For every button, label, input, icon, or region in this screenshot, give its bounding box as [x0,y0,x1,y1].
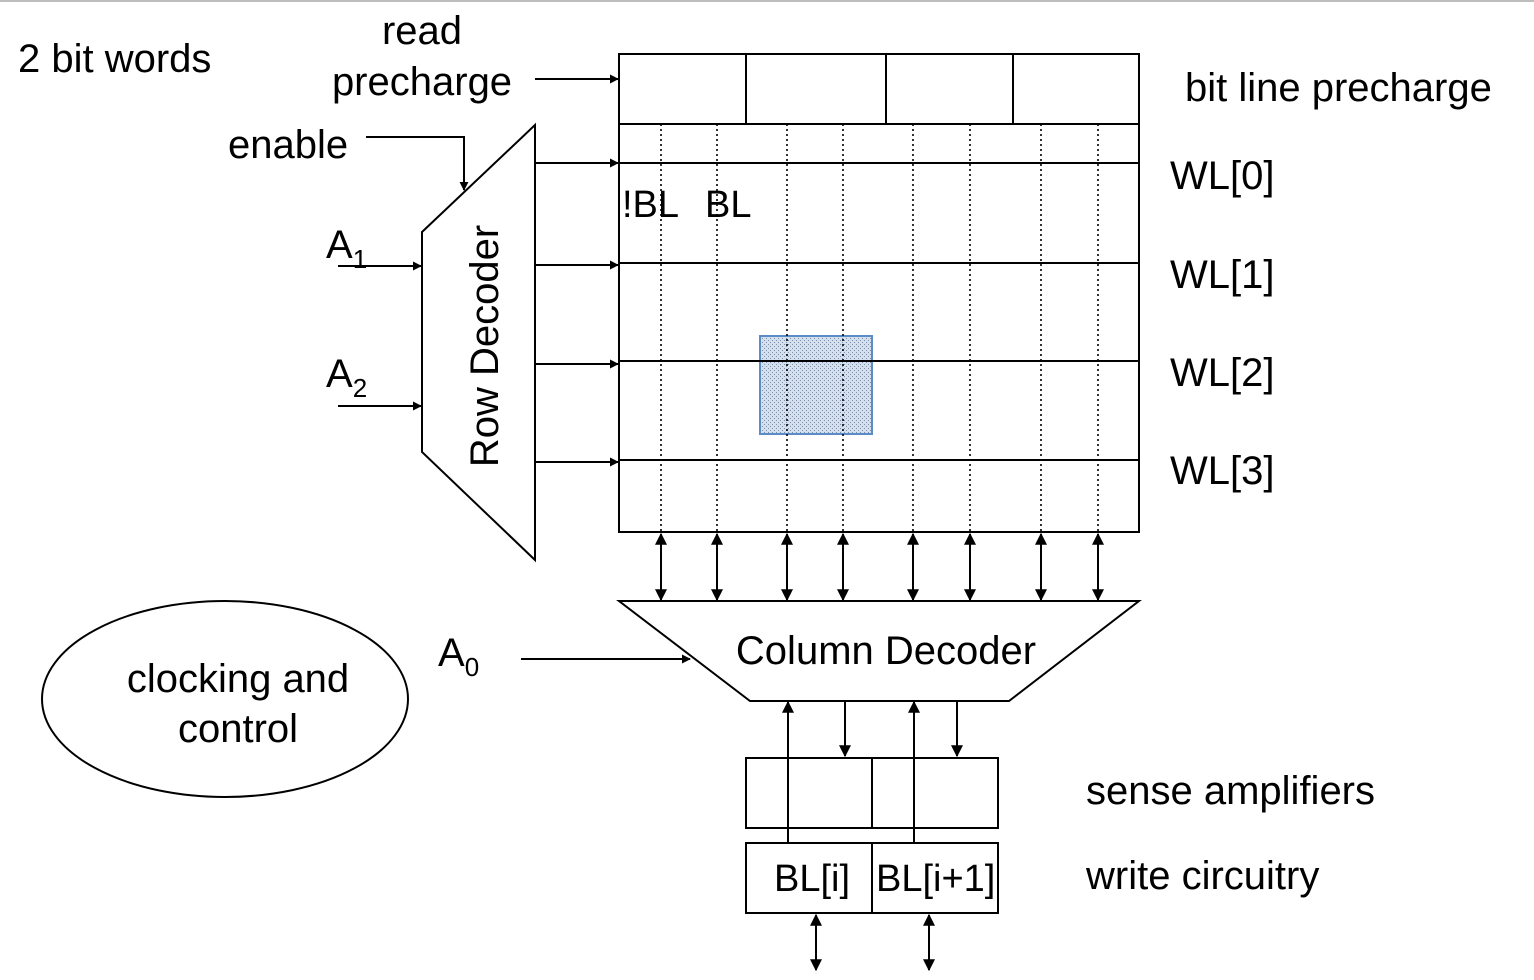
bit-line-precharge-label: bit line precharge [1185,66,1492,110]
sense-amplifiers-label: sense amplifiers [1086,769,1375,813]
memory-array [618,123,1140,533]
bit-lines [660,124,1099,532]
bit-line-precharge-block [618,53,1140,125]
write-circuitry-label: write circuitry [1085,854,1319,898]
control-label: control [178,707,298,751]
bl-i-label: BL[i] [774,858,850,900]
a2-label: A2 [326,352,367,403]
column-decoder [616,600,1142,702]
row-decoder [421,122,536,563]
highlighted-memory-cell [759,335,873,435]
bl-label: BL [705,184,751,226]
wl2-label: WL[2] [1170,351,1274,395]
title-label: 2 bit words [18,37,211,81]
row-decoder-label: Row Decoder [463,225,507,467]
wl3-label: WL[3] [1170,449,1274,493]
enable-label: enable [228,123,348,167]
clocking-control-ellipse [41,600,409,798]
wl1-label: WL[1] [1170,253,1274,297]
read-label: read [382,9,462,53]
array-column-arrows [655,532,1104,602]
clocking-label: clocking and [127,657,349,701]
wl0-label: WL[0] [1170,154,1274,198]
bl-i1-label: BL[i+1] [876,858,995,900]
column-decoder-label: Column Decoder [736,629,1036,673]
enable-arrow [366,136,469,191]
a0-label: A0 [438,631,479,682]
precharge-label: precharge [332,60,512,104]
not-bl-label: !BL [622,184,679,226]
